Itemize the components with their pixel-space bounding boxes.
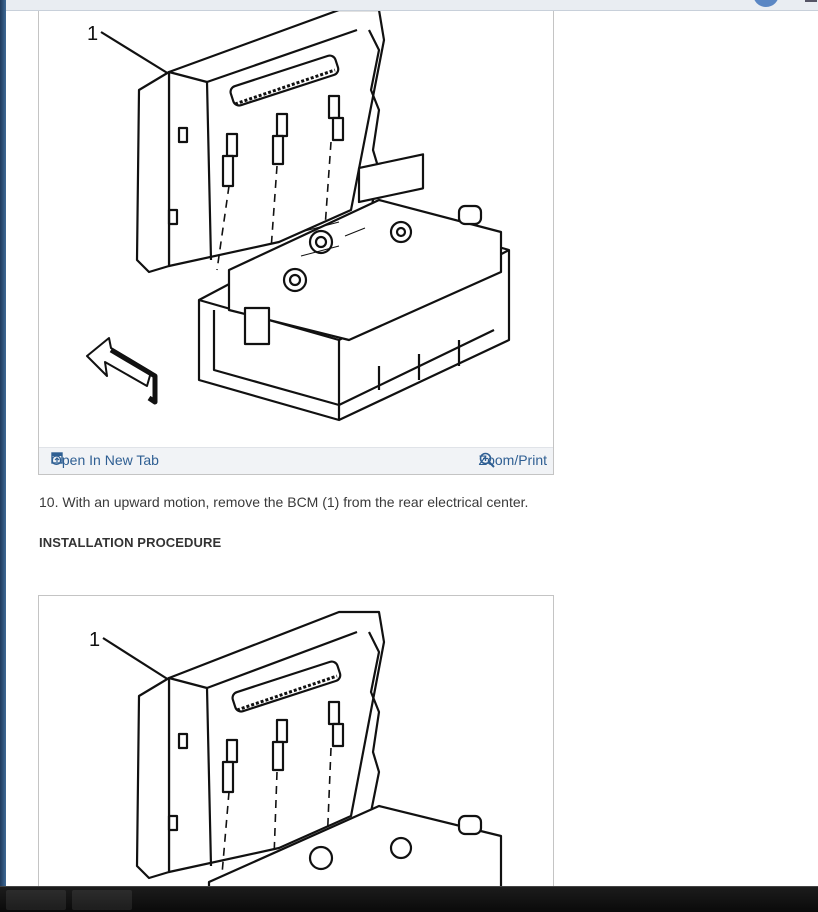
window-frame-left: [0, 0, 6, 886]
callout-number: 1: [87, 23, 98, 45]
zoom-print-link[interactable]: Zoom/Print: [479, 452, 547, 468]
open-in-new-tab-icon: [51, 452, 63, 464]
zoom-print-label: Zoom/Print: [478, 452, 547, 468]
zoom-icon: [479, 452, 495, 468]
article-content: 1: [6, 11, 818, 886]
diagram-figure-2: 1: [38, 595, 554, 886]
menu-icon[interactable]: [805, 0, 817, 2]
installation-procedure-heading: INSTALLATION PROCEDURE: [39, 535, 222, 550]
step-10-text: 10. With an upward motion, remove the BC…: [39, 494, 529, 510]
os-taskbar: [0, 886, 818, 912]
diagram-figure-1: 1: [38, 11, 554, 475]
open-in-new-tab-link[interactable]: Open In New Tab: [51, 452, 159, 468]
bcm-removal-illustration: 1: [86, 11, 511, 422]
taskbar-item[interactable]: [6, 890, 66, 910]
user-avatar-icon[interactable]: [753, 0, 779, 7]
open-in-new-tab-label: Open In New Tab: [51, 452, 159, 468]
callout-number: 1: [89, 629, 100, 651]
browser-top-bar: [0, 0, 818, 11]
figure-toolbar: Open In New Tab Zoom/Print: [39, 447, 553, 474]
bcm-installation-illustration: 1: [89, 610, 503, 886]
taskbar-item[interactable]: [72, 890, 132, 910]
